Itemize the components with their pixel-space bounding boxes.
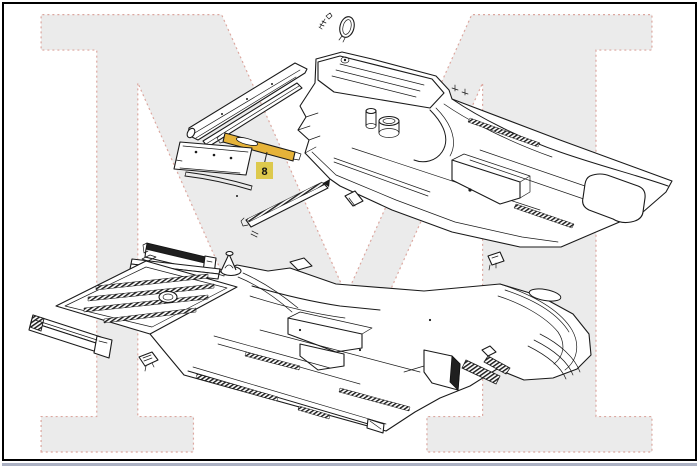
ribbed-rear-panel [55,254,238,335]
lower-assembly-drawing [28,242,592,434]
upper-sill-rail-outer [186,62,308,141]
callout-box[interactable] [256,162,273,179]
trim-strip [184,171,253,197]
small-bracket-lower [138,351,159,372]
callout-leader-line [264,151,268,164]
lower-hatched-rail [240,179,330,238]
part-callout-8[interactable]: 8 [256,151,273,179]
sill-bar [28,314,113,359]
cone-mount [220,250,242,277]
page-bottom-edge [2,463,697,466]
callout-label[interactable]: 8 [261,166,267,178]
hose-clamp-icon [338,16,355,43]
upper-assembly-drawing [173,12,673,271]
highlighted-part-strip[interactable] [216,132,302,162]
small-bracket-upper [487,251,505,271]
lower-floor-pan [148,257,592,434]
screw-icon [318,12,333,30]
upper-floor-pan [297,51,673,248]
mounting-panel [173,141,253,176]
